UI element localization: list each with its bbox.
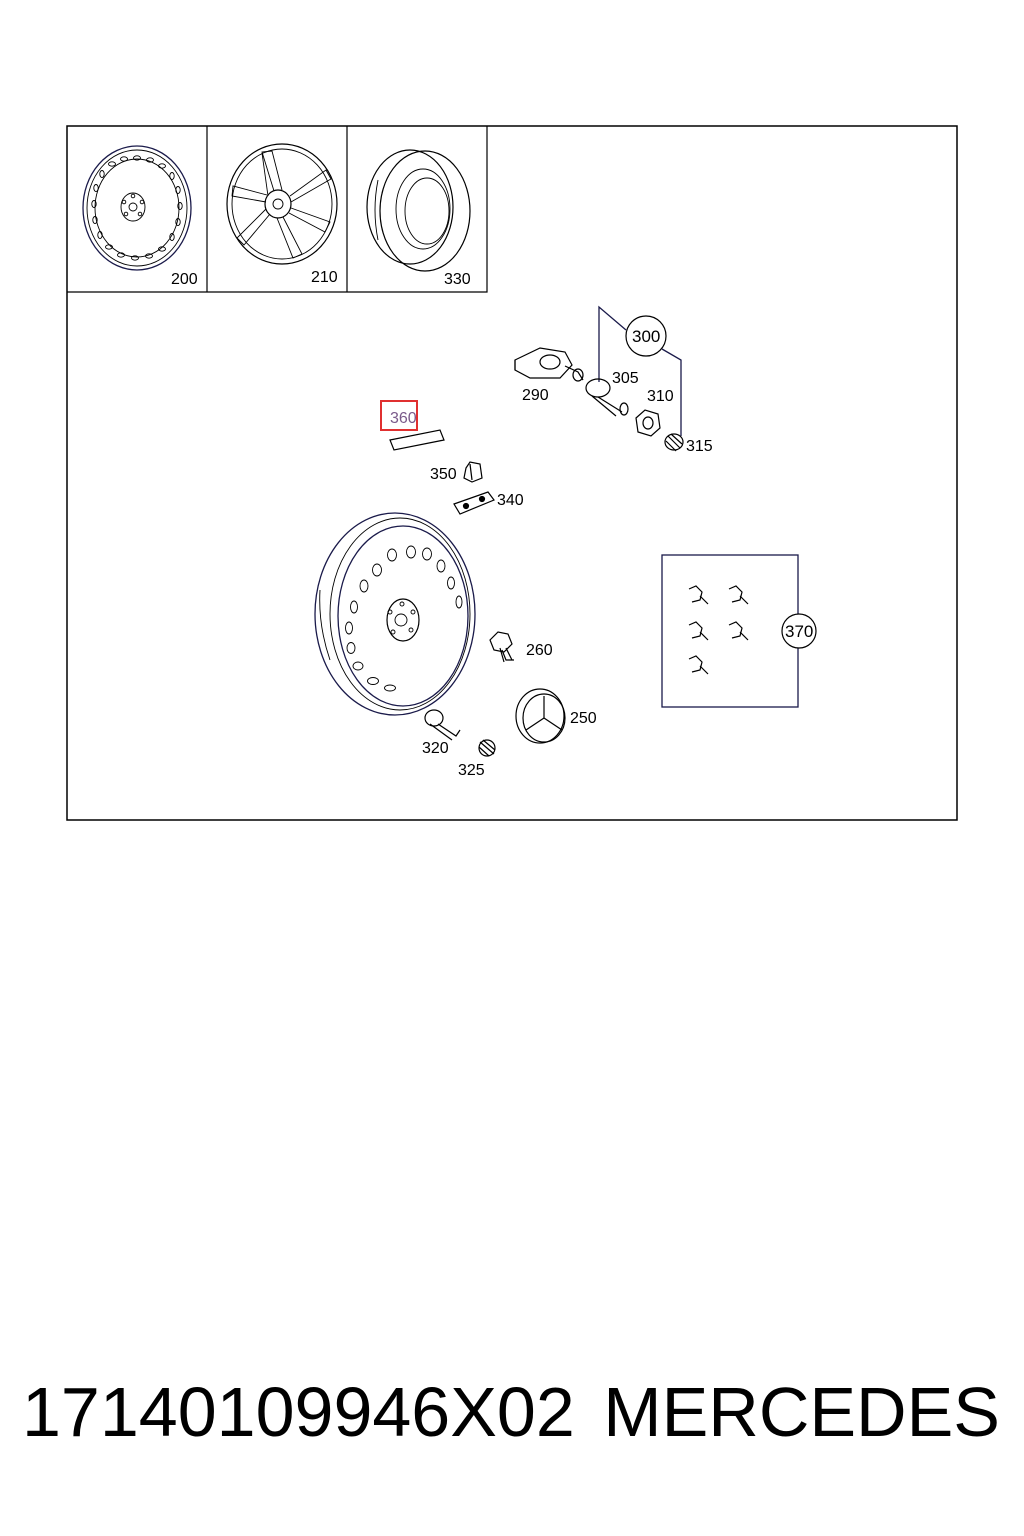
diagram-frame xyxy=(66,125,958,821)
label-200: 200 xyxy=(171,271,198,288)
label-300: 300 xyxy=(632,327,660,346)
bolt-kit-bolts-icon xyxy=(688,585,749,675)
label-290: 290 xyxy=(522,387,549,404)
balance-weight-icon[interactable] xyxy=(453,491,495,515)
part-number: 17140109946X02 xyxy=(22,1373,575,1451)
label-350: 350 xyxy=(430,466,457,483)
label-310: 310 xyxy=(647,388,674,405)
label-320: 320 xyxy=(422,740,449,757)
make-name: MERCEDES xyxy=(603,1373,1000,1451)
main-steel-wheel-icon[interactable] xyxy=(314,512,476,716)
parts-diagram: 200 210 330 300 xyxy=(66,125,958,821)
label-210: 210 xyxy=(311,269,338,286)
label-360[interactable]: 360 xyxy=(390,410,417,427)
caption: 17140109946X02 MERCEDES xyxy=(0,1372,1024,1472)
highlight-box-360 xyxy=(380,400,418,431)
clip-weight-icon[interactable] xyxy=(463,461,483,483)
label-325: 325 xyxy=(458,762,485,779)
thumbnail-cells xyxy=(67,126,488,293)
label-340: 340 xyxy=(497,492,524,509)
label-330: 330 xyxy=(444,271,471,288)
label-250: 250 xyxy=(570,710,597,727)
rubber-valve-icon[interactable] xyxy=(424,709,461,741)
hub-cap-icon[interactable] xyxy=(515,688,566,744)
label-305: 305 xyxy=(612,370,639,387)
valve-cap-small-icon[interactable] xyxy=(478,739,496,757)
callout-300[interactable]: 300 xyxy=(625,315,667,357)
label-370: 370 xyxy=(785,622,813,641)
tire-thumbnail-icon[interactable] xyxy=(366,149,471,272)
valve-cap-icon[interactable] xyxy=(664,433,684,452)
label-260: 260 xyxy=(526,642,553,659)
valve-stem-icon[interactable] xyxy=(585,378,629,417)
tpms-sensor-icon[interactable] xyxy=(514,347,584,382)
wheel-bolt-icon[interactable] xyxy=(489,631,514,663)
bolt-kit-box[interactable]: 370 xyxy=(661,554,817,708)
steel-wheel-thumbnail-icon[interactable] xyxy=(82,145,192,271)
valve-nut-icon[interactable] xyxy=(635,409,661,437)
alloy-wheel-thumbnail-icon[interactable] xyxy=(226,143,338,265)
bracket-300 xyxy=(598,305,682,436)
label-315: 315 xyxy=(686,438,713,455)
adhesive-weight-icon[interactable] xyxy=(389,429,445,451)
